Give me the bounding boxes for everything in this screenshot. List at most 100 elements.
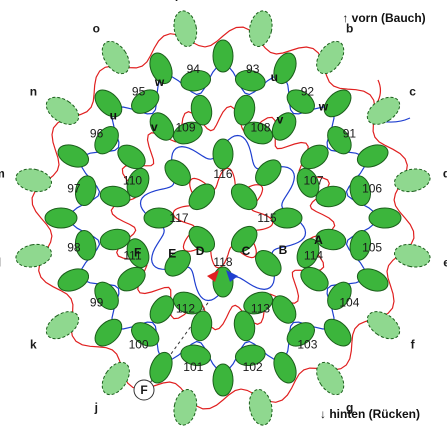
outer-bead-d [394,168,431,193]
outer-bead-k [45,311,80,340]
bead-letter-ring_u_right: u [271,70,278,84]
bead-letter-B: B [279,243,288,257]
ring-number: 99 [90,295,104,309]
outer-label-o: o [93,21,100,35]
bead-letter-C: C [242,244,251,258]
mid-bead-radial [190,94,213,126]
bead-letter-A: A [314,233,323,247]
ring-number: 102 [243,360,263,374]
bead-letter-ring_w_left: w [154,75,165,89]
outer-label-p: p [175,0,182,1]
ring-bead-tangent [74,229,97,261]
ring-bead-radial [212,39,234,73]
bead-letter-ring_w_right: w [318,100,329,114]
red-thread-outer [31,26,415,410]
mid-bead-radial [117,144,146,170]
outer-label-g: g [346,401,353,415]
outer-bead-o [101,40,130,75]
core-number: 118 [213,255,232,269]
mid-bead-tangent [296,238,320,269]
outer-bead-j [101,361,130,396]
inner-number: 114 [304,249,323,263]
ring-bead-tangent [286,322,315,347]
ring-bead-tangent [94,281,119,310]
ring-bead-radial [323,89,352,118]
mid-bead-tangent [172,291,203,315]
bead-letter-ring_v_left: v [151,120,158,134]
inner-number: 108 [250,121,270,135]
mid-bead-radial [233,310,256,342]
ring-bead-tangent [234,69,266,92]
ring-bead-tangent [74,175,97,207]
ring-bead-radial [57,268,90,292]
outer-bead-m [15,168,52,193]
ring-number: 100 [129,337,149,351]
core-bead-outer [143,207,175,229]
ring-number: 105 [362,241,382,255]
inner-number: 109 [175,121,195,135]
ring-bead-radial [57,144,90,168]
mid-bead-radial [271,112,297,141]
core-number: 116 [213,167,232,181]
outer-label-e: e [443,256,447,270]
outer-bead-a [248,10,273,47]
ring-number: 106 [362,181,382,195]
mid-bead-tangent [126,238,150,269]
outer-label-l: l [0,256,1,270]
back-caption: ↓ hinten (Rücken) [320,407,420,421]
marker-circle [133,379,155,401]
outer-bead-p [173,10,198,47]
core-bead-outer [271,207,303,229]
bead-letter-ring_u_left: u [110,109,117,123]
ring-bead-tangent [286,89,315,114]
outer-label-k: k [30,338,37,352]
bead-letter-E: E [168,247,176,261]
ring-bead-tangent [349,229,372,261]
ring-number: 103 [297,337,317,351]
ring-bead-tangent [327,281,352,310]
ring-number: 96 [90,127,104,141]
mid-bead-radial [117,266,146,292]
beads [15,10,431,426]
red-arrow-icon [207,270,219,282]
core-bead-outer [255,159,282,186]
ring-bead-tangent [234,344,266,367]
bead-letter-F: F [134,246,141,260]
mid-bead-radial [315,185,347,208]
outer-bead-c [366,96,401,125]
ring-bead-radial [149,52,173,85]
red-thread-path [31,26,415,410]
outer-label-n: n [30,84,37,98]
mid-bead-radial [99,228,131,251]
ring-bead-radial [356,144,389,168]
core-bead-outer [164,159,191,186]
outer-bead-b [316,40,345,75]
ring-number: 94 [187,62,201,76]
ring-number: 91 [343,127,357,141]
outer-bead-h [248,389,273,426]
core-number: 115 [257,211,276,225]
ring-number: 104 [339,295,359,309]
ring-bead-tangent [349,175,372,207]
outer-bead-f [366,311,401,340]
ring-number: 98 [67,241,81,255]
inner-number: 112 [176,302,195,316]
core-bead [188,225,216,253]
core-number: 117 [169,211,188,225]
ring-bead-radial [44,207,78,229]
ring-bead-tangent [180,69,212,92]
blue-arrow-icon [226,270,238,282]
outer-label-c: c [409,84,416,98]
ring-number: 93 [246,62,260,76]
ring-bead-radial [149,351,173,384]
ring-bead-radial [323,318,352,347]
ring-number: 101 [183,360,203,374]
outer-bead-g [316,361,345,396]
core-bead-outer [164,250,191,277]
ring-bead-radial [94,89,123,118]
mid-bead-radial [315,228,347,251]
ring-number: 92 [301,85,315,99]
mid-bead-radial [300,266,329,292]
mid-bead-tangent [296,167,320,198]
